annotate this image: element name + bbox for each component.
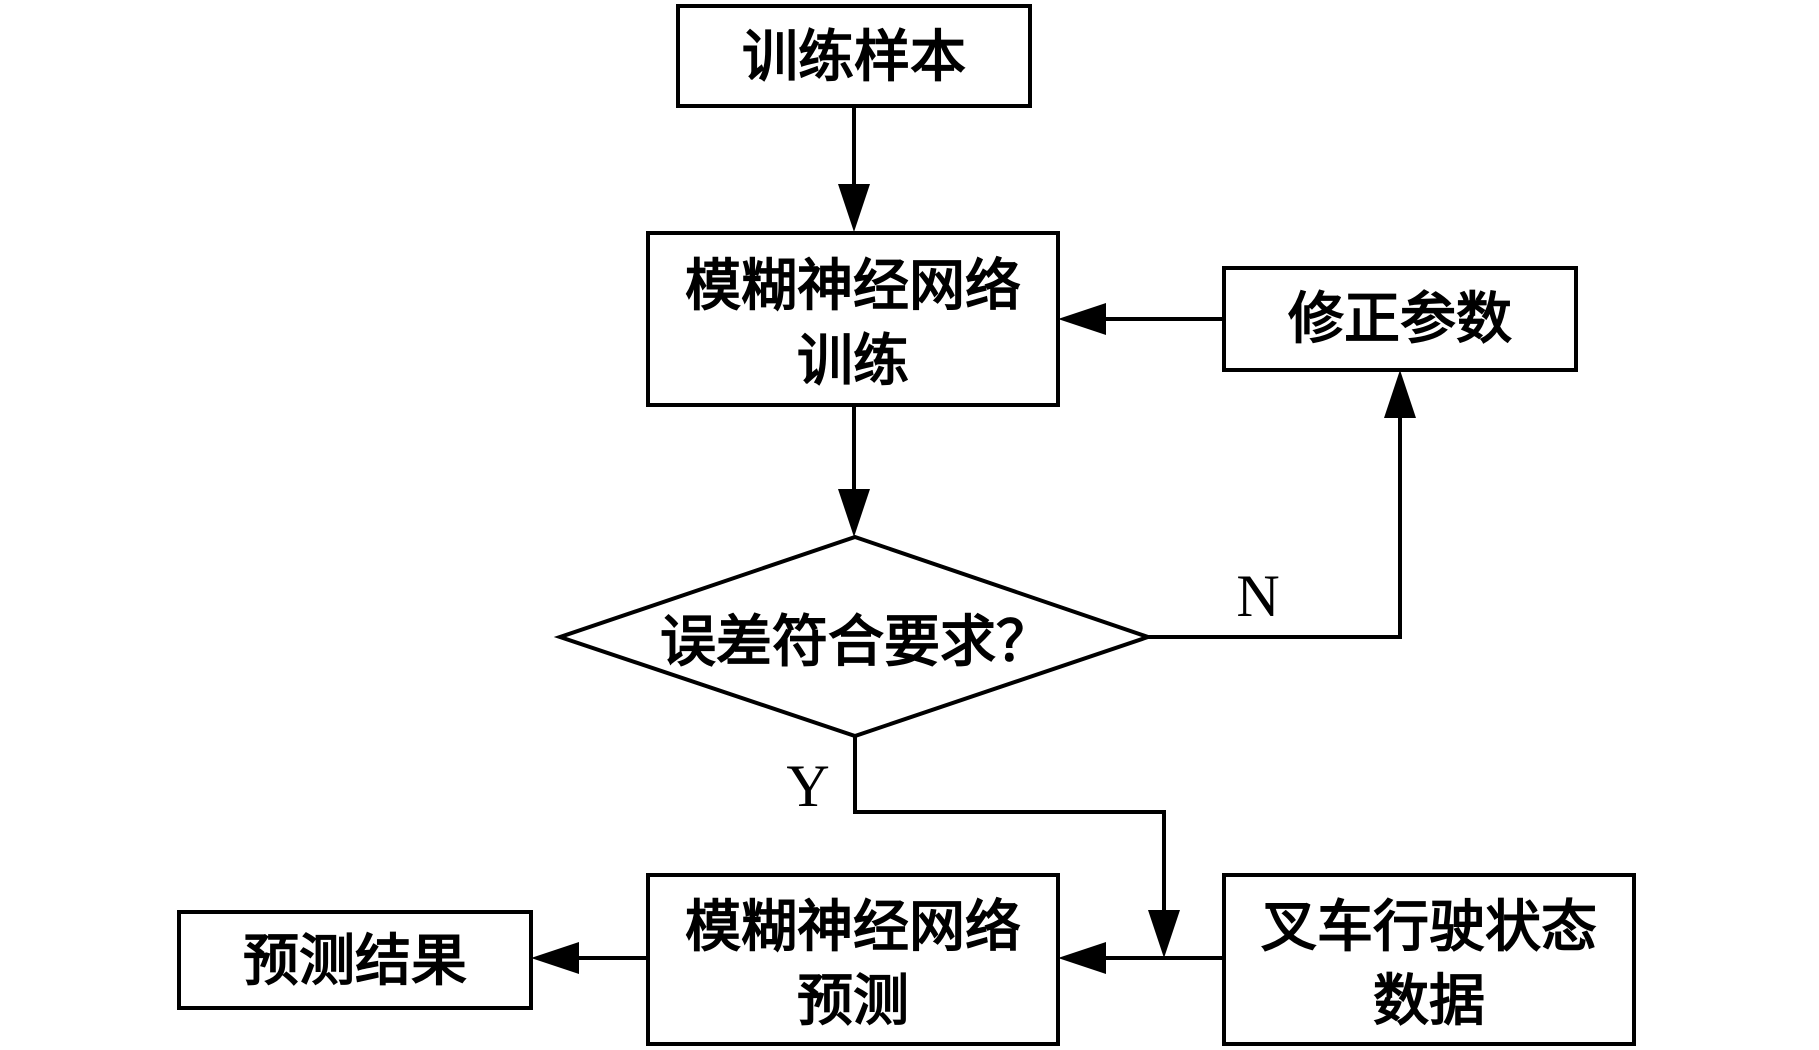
edge-prediction-to-result	[531, 942, 648, 974]
node-fnn-training: 模糊神经网络 训练	[646, 231, 1060, 407]
edge-decision-no-to-adjust	[1148, 370, 1416, 639]
edge-decision-yes-to-junction	[853, 736, 1180, 958]
decision-error-check-label: 误差符合要求？	[660, 609, 1052, 675]
edge-label-yes: Y	[786, 753, 829, 819]
node-fnn-prediction-line1: 模糊神经网络	[685, 894, 1021, 960]
decision-error-check: 误差符合要求？	[553, 534, 1155, 739]
node-fnn-prediction: 模糊神经网络 预测	[646, 873, 1060, 1046]
edge-adjust-to-training	[1058, 303, 1224, 335]
node-forklift-data-line1: 叉车行驶状态	[1261, 894, 1597, 960]
edge-label-no: N	[1236, 563, 1279, 629]
node-training-samples: 训练样本	[676, 4, 1032, 108]
edge-training-to-decision	[838, 405, 870, 537]
node-fnn-prediction-line2: 预测	[797, 968, 909, 1034]
edge-data-to-prediction	[1058, 942, 1224, 974]
node-training-samples-label: 训练样本	[742, 24, 966, 90]
node-forklift-data: 叉车行驶状态 数据	[1222, 873, 1636, 1046]
edge-samples-to-training	[838, 106, 870, 232]
node-prediction-result: 预测结果	[177, 910, 533, 1010]
node-forklift-data-line2: 数据	[1373, 968, 1485, 1034]
node-fnn-training-line1: 模糊神经网络	[685, 253, 1021, 319]
node-fnn-training-line2: 训练	[797, 328, 909, 394]
node-prediction-result-label: 预测结果	[243, 928, 467, 994]
node-adjust-params: 修正参数	[1222, 266, 1578, 372]
node-adjust-params-label: 修正参数	[1288, 286, 1512, 352]
